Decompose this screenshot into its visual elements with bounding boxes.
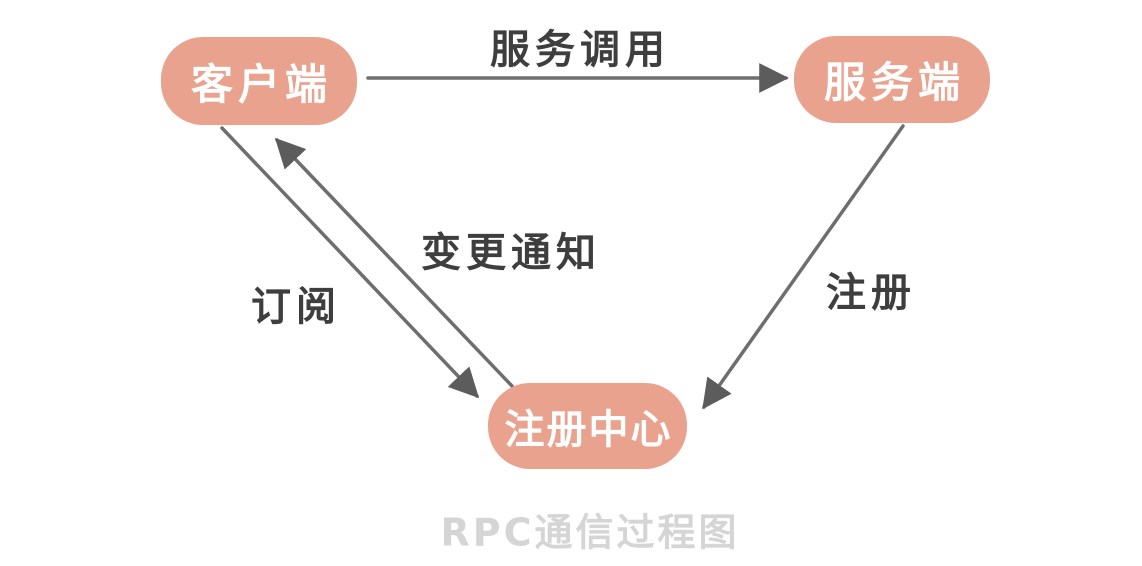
edge-label-service-call: 服务调用 bbox=[490, 27, 670, 73]
node-client: 客户端 bbox=[161, 37, 357, 125]
arrow-subscribe bbox=[220, 126, 480, 399]
edge-label-change-notification: 变更通知 bbox=[421, 230, 601, 276]
node-server: 服务端 bbox=[794, 36, 990, 123]
arrow-register bbox=[702, 124, 905, 410]
node-registry: 注册中心 bbox=[488, 383, 687, 469]
edge-label-subscribe: 订阅 bbox=[251, 284, 341, 330]
diagram-title: RPC通信过程图 bbox=[440, 510, 740, 555]
edge-label-register: 注册 bbox=[826, 270, 916, 316]
arrow-change-notification bbox=[274, 137, 514, 388]
